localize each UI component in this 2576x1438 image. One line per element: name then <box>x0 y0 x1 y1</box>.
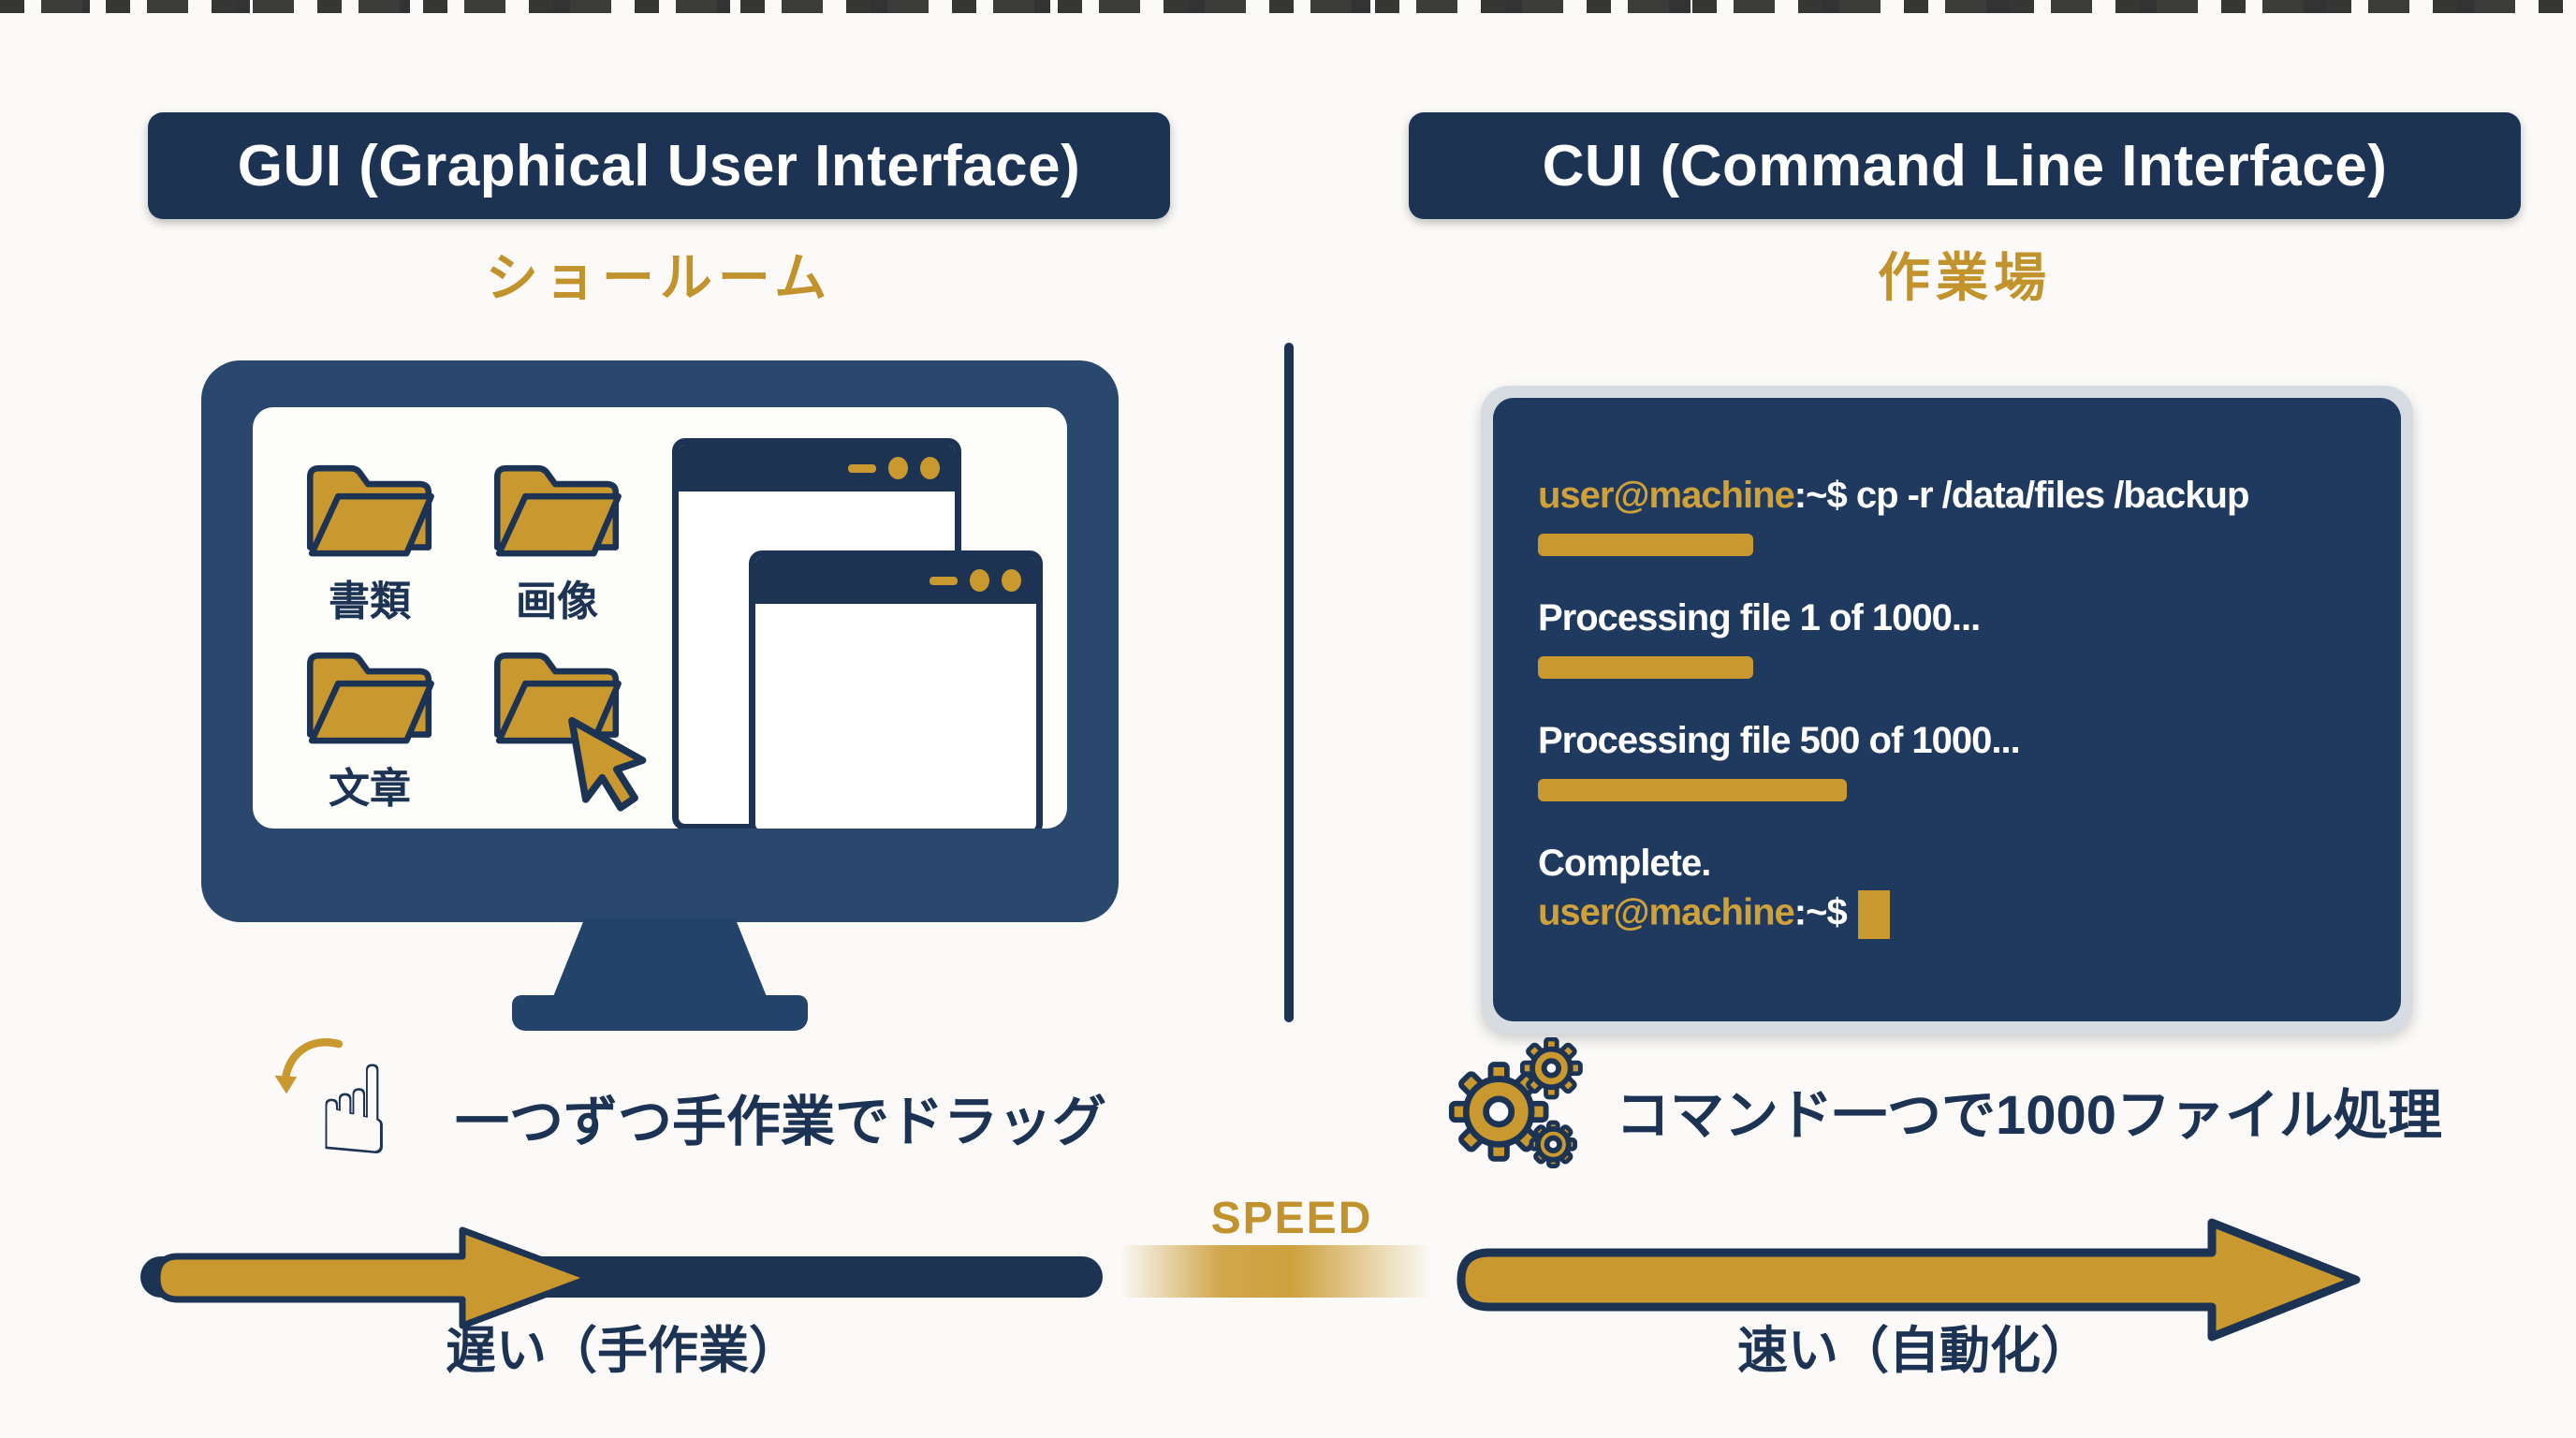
cropped-text-artifact <box>0 0 2576 13</box>
gui-caption: 一つずつ手作業でドラッグ <box>455 1092 1107 1152</box>
gui-header-label: GUI (Graphical User Interface) <box>237 133 1081 198</box>
window-control-dot <box>1002 569 1021 592</box>
folder-documents: 書類 <box>300 450 440 627</box>
progress-bar <box>1538 779 1847 801</box>
terminal-prompt: user@machine <box>1538 475 1795 516</box>
folder-label: 書類 <box>329 579 411 624</box>
minimize-icon <box>848 463 876 473</box>
window-titlebar <box>679 445 955 492</box>
terminal-window: user@machine:~$ cp -r /data/files /backu… <box>1493 398 2401 1021</box>
curved-arrow-icon <box>274 1038 344 1094</box>
folder-text: 文章 <box>300 638 440 814</box>
cui-caption: コマンド一つで1000ファイル処理 <box>1616 1084 2443 1146</box>
cui-header-label: CUI (Command Line Interface) <box>1542 133 2388 198</box>
minimize-icon <box>929 576 958 585</box>
app-window-front <box>749 550 1043 829</box>
terminal-prompt-path: :~$ <box>1793 475 1848 516</box>
speed-gradient-bar <box>1120 1245 1432 1298</box>
slow-arrow-head-icon <box>154 1226 593 1329</box>
folder-label: 文章 <box>329 766 411 812</box>
folder-icon <box>306 652 434 744</box>
gui-caption-row: ☝ 一つずつ手作業でドラッグ <box>274 1037 1107 1196</box>
terminal-prompt: user@machine <box>1538 891 1795 933</box>
drag-gesture-illustration: ☝ <box>274 1037 431 1196</box>
mouse-cursor-icon <box>568 716 647 812</box>
window-control-dot <box>920 457 940 479</box>
gui-metaphor-label: ショールーム <box>485 248 833 307</box>
window-control-dot <box>970 569 989 592</box>
slow-arrow <box>140 1217 1105 1339</box>
folder-images: 画像 <box>487 450 627 627</box>
speed-label: SPEED <box>1210 1194 1373 1243</box>
vertical-divider <box>1284 343 1294 1022</box>
terminal-cursor-block <box>1857 890 1890 939</box>
cui-header: CUI (Command Line Interface) <box>1409 112 2521 219</box>
terminal-command: cp -r /data/files /backup <box>1846 475 2250 516</box>
folder-icon <box>493 464 622 557</box>
monitor-stand-neck <box>552 918 768 999</box>
pointing-hand-icon: ☝ <box>316 1042 392 1180</box>
terminal-command-line: user@machine:~$ cp -r /data/files /backu… <box>1538 475 2356 517</box>
gears-icon <box>1448 1037 1583 1168</box>
monitor-screen: 書類 画像 文章 <box>253 407 1067 829</box>
cui-caption-row: コマンド一つで1000ファイル処理 <box>1446 1037 2442 1182</box>
fast-arrow <box>1456 1218 2361 1342</box>
monitor-stand-base <box>512 995 808 1031</box>
folder-label: 画像 <box>516 579 598 624</box>
terminal-output-line: Processing file 1 of 1000... <box>1538 597 1981 638</box>
terminal-output-line: Processing file 500 of 1000... <box>1538 720 2021 761</box>
window-control-dot <box>888 457 908 479</box>
cui-metaphor-label: 作業場 <box>1878 248 2052 307</box>
monitor-illustration: 書類 画像 文章 <box>201 360 1119 1031</box>
fast-arrow-label: 速い（自動化） <box>1737 1323 2091 1379</box>
slow-arrow-label: 遅い（手作業） <box>446 1323 799 1379</box>
terminal-prompt-line: user@machine:~$ <box>1538 890 2356 939</box>
terminal-prompt-path: :~$ <box>1793 891 1848 933</box>
progress-bar <box>1538 534 1753 556</box>
terminal-complete-line: Complete. <box>1538 843 1711 884</box>
window-titlebar <box>755 557 1036 604</box>
folder-icon <box>306 464 434 557</box>
progress-bar <box>1538 656 1753 679</box>
terminal-window-frame: user@machine:~$ cp -r /data/files /backu… <box>1481 386 2413 1034</box>
gui-header: GUI (Graphical User Interface) <box>148 112 1170 219</box>
